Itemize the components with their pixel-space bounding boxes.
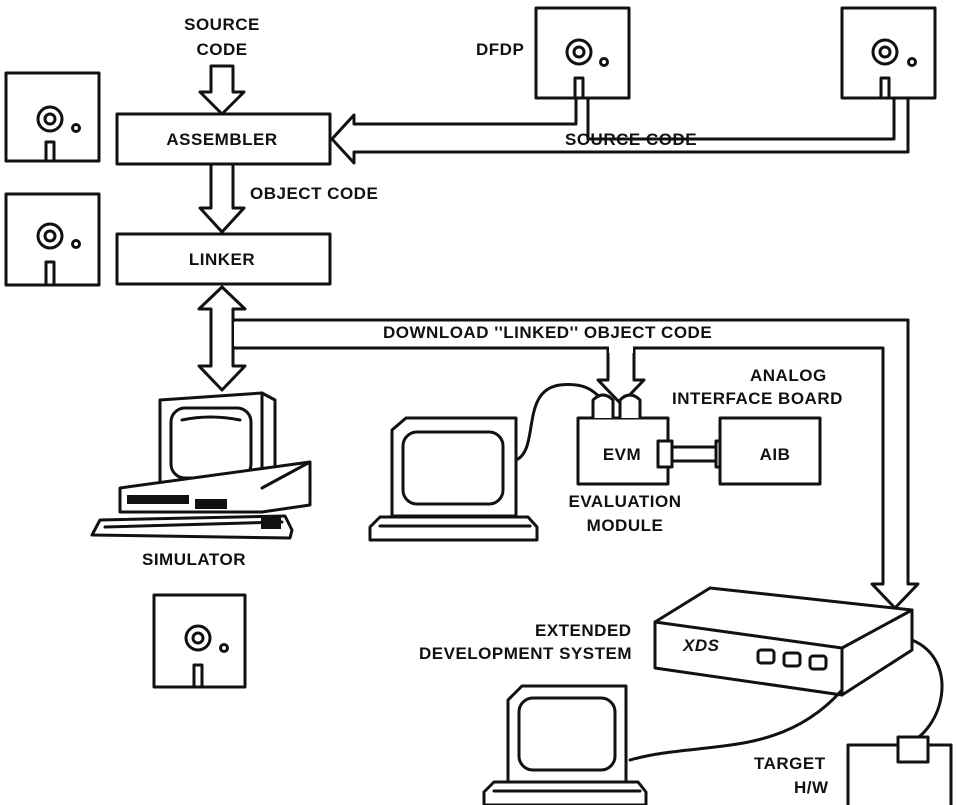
evm-terminal-icon (368, 383, 605, 542)
xds-unit-icon (628, 586, 944, 762)
evm-box (576, 393, 670, 486)
analog-interface-label-line1: ANALOG (750, 366, 827, 385)
floppy-disk-icon (4, 71, 101, 163)
extended-dev-label-line2: DEVELOPMENT SYSTEM (419, 644, 632, 663)
dfdp-label: DFDP (476, 40, 524, 59)
simulator-label: SIMULATOR (142, 550, 246, 569)
linker-box (115, 232, 332, 286)
floppy-disk-icon (534, 6, 631, 100)
simulator-computer-icon (90, 391, 312, 540)
target-hardware-box (846, 735, 953, 805)
source-code-input-arrow (198, 64, 246, 116)
linker-label: LINKER (189, 250, 255, 269)
xds-terminal-icon (482, 684, 648, 805)
download-label: DOWNLOAD ''LINKED'' OBJECT CODE (383, 323, 712, 342)
floppy-disk-icon (4, 192, 101, 287)
evm-label: EVM (603, 445, 641, 464)
floppy-disk-icon (152, 593, 247, 689)
extended-dev-label-line1: EXTENDED (535, 621, 632, 640)
evaluation-module-label-line2: MODULE (587, 516, 664, 535)
target-label-line2: H/W (794, 778, 829, 797)
analog-interface-label-line2: INTERFACE BOARD (672, 389, 843, 408)
target-label-line1: TARGET (754, 754, 826, 773)
aib-box (718, 416, 822, 486)
source-code-top-label-line1: SOURCE (184, 15, 260, 34)
object-code-arrow (198, 162, 246, 234)
xds-label: XDS (682, 636, 720, 655)
aib-label: AIB (760, 445, 791, 464)
assembler-box (115, 112, 332, 166)
floppy-disk-icon (840, 6, 937, 100)
evaluation-module-label-line1: EVALUATION (569, 492, 682, 511)
source-code-top-label-line2: CODE (196, 40, 247, 59)
assembler-label: ASSEMBLER (166, 130, 277, 149)
source-code-pipe-arrow (330, 96, 910, 165)
object-code-label: OBJECT CODE (250, 184, 378, 203)
source-code-right-label: SOURCE CODE (565, 130, 697, 149)
